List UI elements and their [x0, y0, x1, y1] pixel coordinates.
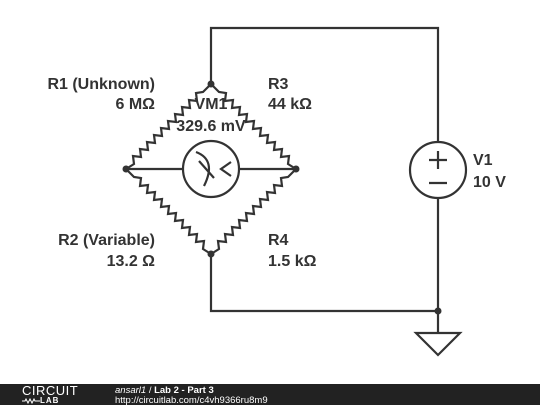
meter-v-symbol [219, 161, 232, 177]
node-right [292, 165, 300, 173]
r4-value: 1.5 kΩ [268, 253, 317, 270]
resistor-r4 [210, 168, 297, 255]
logo-wave-icon [22, 398, 40, 404]
footer-title-line: ansarl1 / Lab 2 - Part 3 [115, 385, 214, 396]
r2-value: 13.2 Ω [107, 253, 156, 270]
resistor-r2 [125, 168, 212, 255]
node-top [207, 80, 215, 88]
r4-name: R4 [268, 232, 289, 249]
logo-text-circuit: CIRCUIT [22, 383, 79, 398]
wire-top [209, 26, 440, 142]
vm1-name: VM1 [195, 96, 228, 113]
meter-dial-arc [195, 150, 211, 187]
voltmeter-vm1 [181, 139, 241, 199]
footer-bar: CIRCUIT LAB ansarl1 / Lab 2 - Part 3 htt… [0, 384, 540, 406]
r3-value: 44 kΩ [268, 96, 312, 113]
node-ground [434, 307, 442, 315]
node-left [122, 165, 130, 173]
author-link[interactable]: ansarl1 [115, 385, 147, 396]
node-bottom [207, 250, 215, 258]
v1-name: V1 [473, 152, 493, 169]
r3-name: R3 [268, 76, 289, 93]
circuitlab-logo[interactable]: CIRCUIT LAB [22, 384, 102, 405]
r1-name: R1 (Unknown) [47, 76, 155, 93]
circuit-title[interactable]: Lab 2 - Part 3 [154, 385, 214, 396]
circuit-schematic: R1 (Unknown) 6 MΩ R3 44 kΩ R2 (Variable)… [47, 26, 506, 357]
resistor-r3 [210, 83, 297, 170]
wire-bottom [209, 198, 440, 313]
v1-value: 10 V [473, 174, 506, 191]
meter-needle [198, 160, 215, 179]
ground-icon [413, 331, 463, 357]
logo-text-lab: LAB [40, 396, 60, 405]
resistor-r1 [125, 83, 212, 170]
r2-name: R2 (Variable) [58, 232, 155, 249]
voltage-source-v1 [408, 140, 468, 200]
vm1-value: 329.6 mV [176, 118, 246, 135]
circuit-url[interactable]: http://circuitlab.com/c4vh9366ru8m9 [115, 395, 268, 406]
r1-value: 6 MΩ [116, 96, 156, 113]
